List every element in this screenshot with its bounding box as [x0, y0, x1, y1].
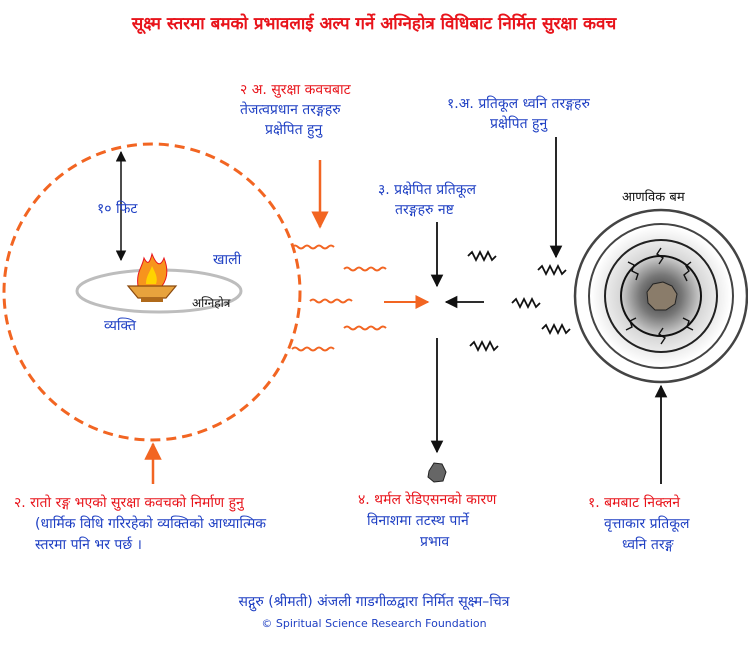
shield-waves: [291, 244, 387, 352]
agnihotra-label: अग्निहोत्र: [192, 296, 231, 310]
copyright-line: © Spiritual Science Research Foundation: [261, 617, 487, 630]
bomb-icon: [646, 281, 678, 311]
bomb-internal-waves: [625, 247, 694, 345]
atomic-bomb-label: आणविक बम: [622, 190, 685, 205]
empty-space-label: खाली: [213, 252, 242, 268]
distance-label: १० फिट: [97, 201, 138, 217]
credit-line: सद्गुरु (श्रीमती) अंजली गाडगीळद्वारा निर…: [238, 594, 510, 610]
person-label: व्यक्ति: [104, 318, 137, 334]
diagram-title: सूक्ष्म स्तरमा बमको प्रभावलाई अल्प गर्ने…: [131, 14, 617, 34]
agnihotra-pot-icon: [126, 252, 178, 302]
debris-icon: [427, 462, 447, 483]
adverse-waves: [467, 249, 571, 353]
protective-shield-circle: [2, 142, 302, 442]
